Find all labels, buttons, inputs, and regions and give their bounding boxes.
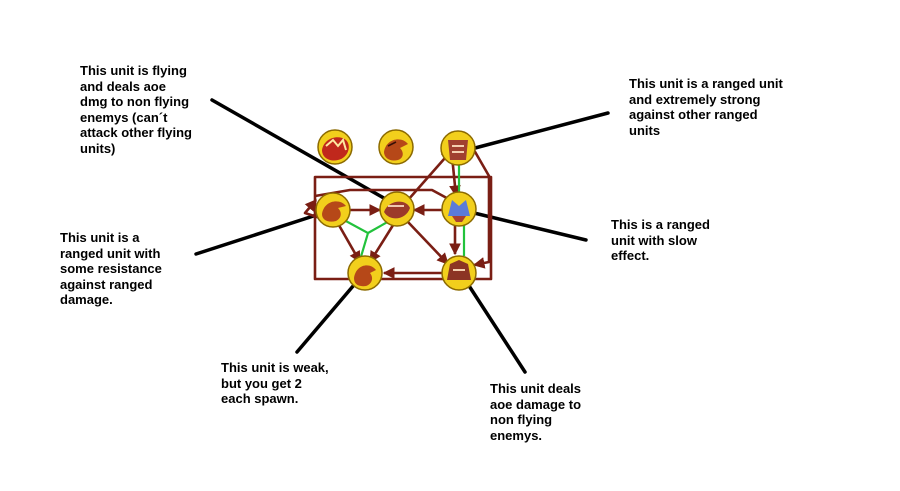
ranged-archer-icon [448, 140, 468, 160]
annotation-anti-ranged: This unit is a ranged unit and extremely… [629, 76, 783, 138]
annotation-slow-ranged: This is a ranged unit with slow effect. [611, 217, 710, 263]
connector-center-to-bottom-right [407, 221, 449, 265]
crab-claw-icon [384, 139, 408, 161]
unit-token-top-left[interactable] [317, 129, 353, 165]
annotation-weak-unit: This unit is weak, but you get 2 each sp… [221, 360, 329, 406]
unit-token-bottom-right[interactable] [441, 255, 477, 291]
connector-left-loop [303, 199, 321, 220]
unit-token-mid-left[interactable] [315, 192, 351, 228]
flying-wyvern-icon [384, 201, 410, 219]
leader-lines [194, 98, 610, 374]
unit-token-bottom-left[interactable] [347, 255, 383, 291]
leader-line-resistant [194, 208, 334, 256]
unit-token-top-right[interactable] [440, 130, 476, 166]
small-beast-icon [354, 265, 376, 287]
connector-left-to-bottom-left [334, 219, 362, 264]
red-creature-icon [322, 137, 349, 161]
leader-line-aoe [460, 273, 527, 374]
unit-token-top-middle[interactable] [378, 129, 414, 165]
leader-line-flying [210, 98, 398, 207]
unit-token-mid-center[interactable] [379, 191, 415, 227]
annotation-flying-unit: This unit is flying and deals aoe dmg to… [80, 63, 192, 156]
claw-ranged-icon [322, 201, 346, 222]
annotation-resistant-ranged: This unit is a ranged unit with some res… [60, 230, 162, 307]
blue-mage-icon [448, 200, 470, 222]
annotation-aoe-ground: This unit deals aoe damage to non flying… [490, 381, 582, 443]
green-link-right-vertical [457, 160, 466, 256]
unit-token-mid-right[interactable] [441, 191, 477, 227]
outer-frame [313, 175, 493, 281]
connector-center-to-bottom-left [368, 221, 397, 263]
leader-line-slow [468, 210, 588, 242]
connector-outer-right-loop [472, 149, 491, 269]
brute-icon [447, 260, 471, 280]
leader-line-anti-ranged [473, 111, 610, 150]
